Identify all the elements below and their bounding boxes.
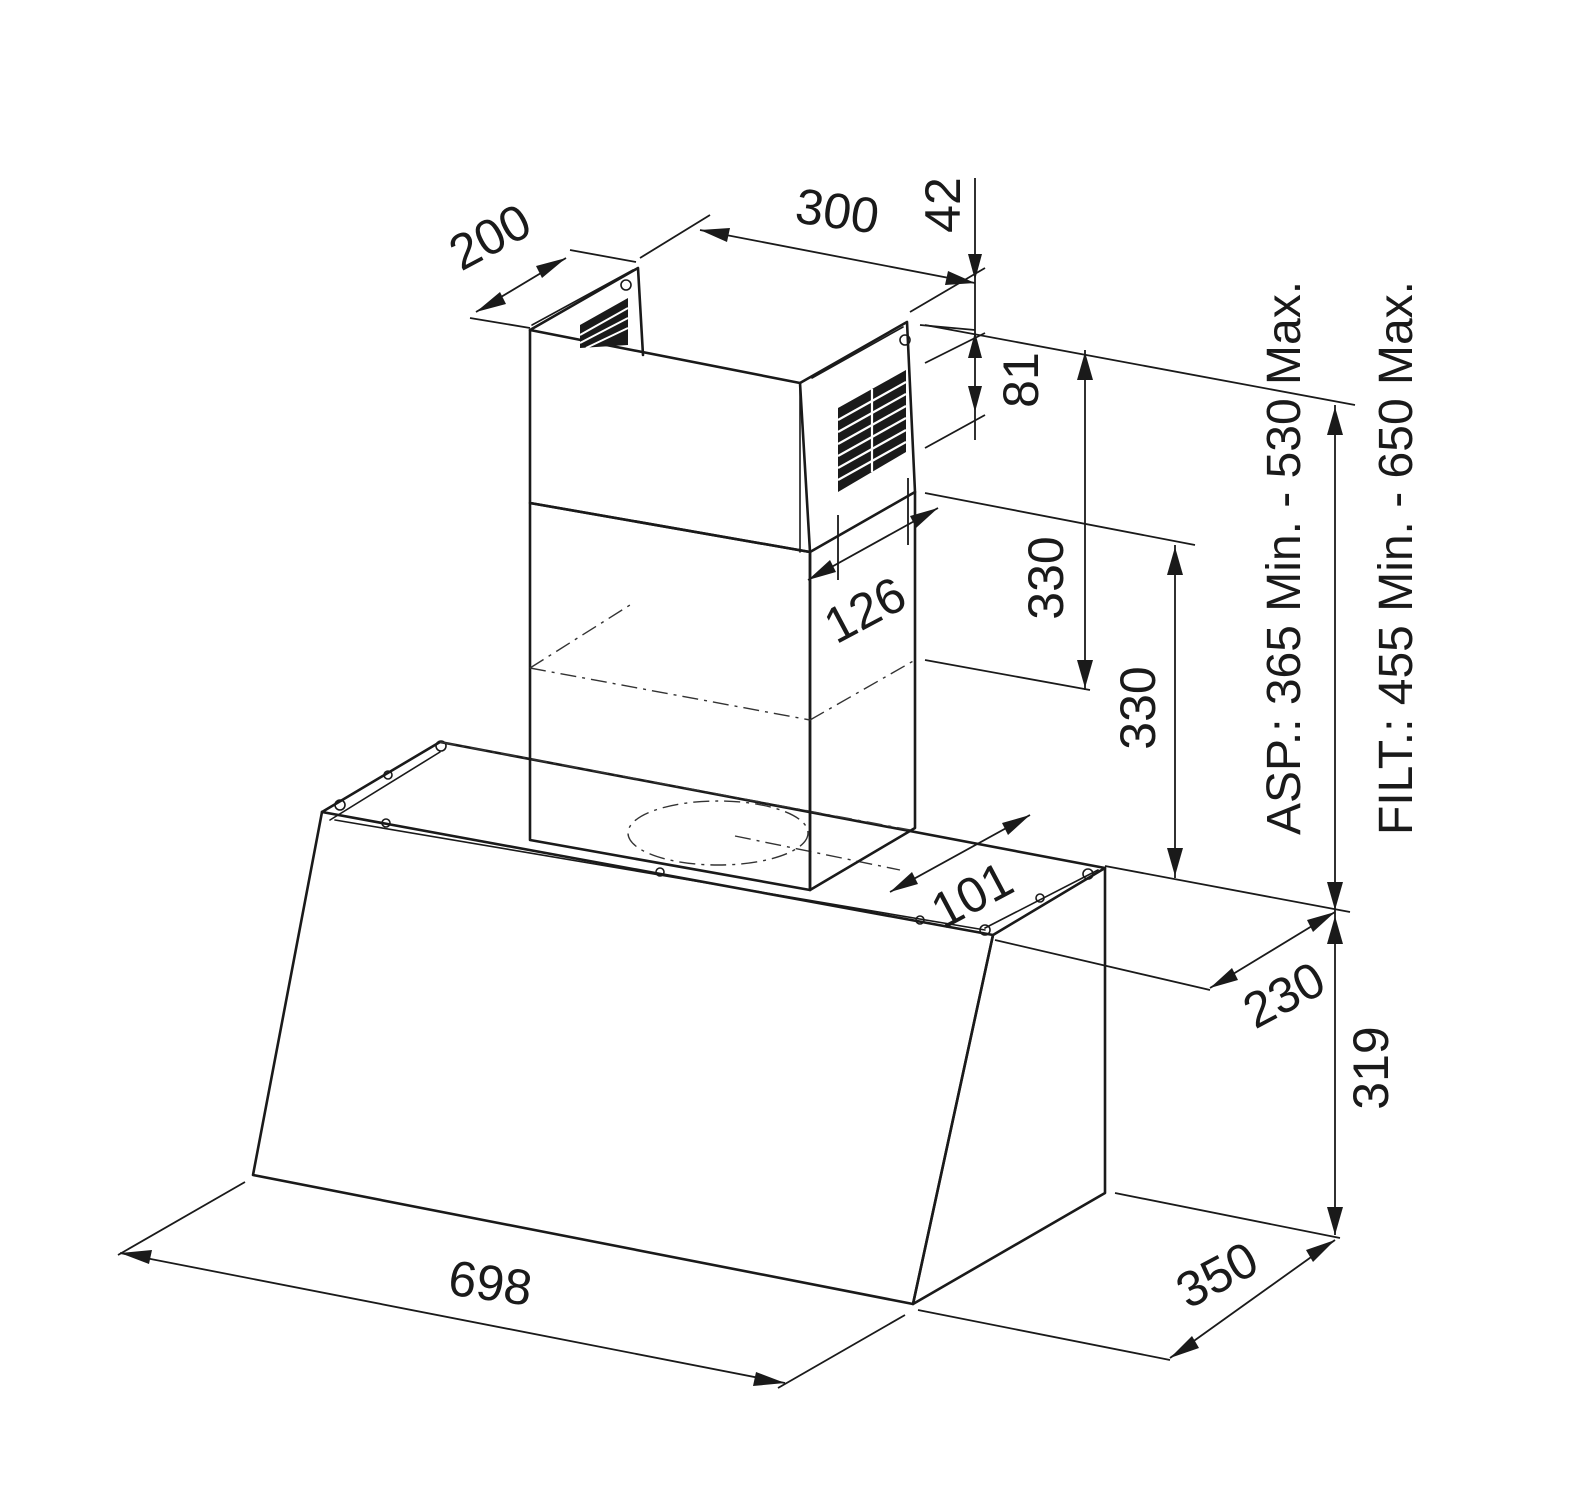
chimney-upper-front [528, 328, 812, 554]
chimney-lower-side [808, 490, 917, 892]
chimney-top-back [528, 266, 645, 357]
screw-icon [915, 915, 925, 925]
canopy [251, 740, 1107, 1306]
screw-icon [1082, 868, 1094, 880]
chimney-top-rim [642, 351, 801, 384]
dim-label-bracket-offset: 81 [993, 352, 1049, 408]
dim-label-top-offset: 42 [915, 177, 971, 233]
canopy-top-back-edge [320, 740, 1107, 870]
screw-icon [435, 740, 447, 752]
mount-hole-icon [620, 279, 632, 291]
chimney-hidden-line [529, 667, 811, 721]
chimney [528, 266, 917, 892]
dim-label-chimney-width: 300 [792, 178, 882, 245]
screw-icon [655, 867, 665, 877]
chimney-top-flange [531, 269, 634, 326]
screw-icon [979, 924, 991, 936]
screw-icon [1035, 893, 1045, 903]
chimney-side-flange [811, 326, 904, 379]
canopy-side-face [911, 866, 1107, 1306]
dim-label-canopy-height: 319 [1343, 1026, 1399, 1109]
chimney-hidden-line [809, 659, 916, 721]
screw-icon [381, 818, 391, 828]
air-outlet-hidden [627, 800, 809, 866]
dim-label-canopy-bottom-depth: 350 [1167, 1231, 1267, 1320]
vent-grille-icon [579, 298, 629, 349]
note-filter-range: FILT.: 455 Min. - 650 Max. [1370, 281, 1423, 835]
screw-icon [334, 799, 346, 811]
canopy-top-rim [329, 751, 441, 821]
dim-label-chimney-side: 126 [815, 566, 915, 655]
dimension-lines [117, 178, 1356, 1389]
chimney-lower-front [528, 501, 812, 892]
vent-grille-icon [837, 370, 907, 492]
dim-label-chimney-depth: 200 [440, 193, 540, 282]
outlet-center-line [734, 835, 901, 871]
canopy-hidden-line [439, 741, 911, 831]
screw-icon [383, 770, 393, 780]
dim-label-canopy-width: 698 [445, 1250, 535, 1317]
canopy-top-front-rim [334, 819, 986, 931]
note-extraction-range: ASP.: 365 Min. - 530 Max. [1258, 281, 1311, 835]
canopy-top-side-rim [984, 869, 1099, 929]
chimney-upper-side [798, 320, 917, 494]
mount-hole-icon [899, 334, 911, 346]
dim-label-chimney-upper-height: 330 [1018, 536, 1074, 619]
dim-label-chimney-lower-height: 330 [1110, 666, 1166, 749]
chimney-hidden-line [529, 604, 631, 669]
canopy-front-face [251, 810, 995, 1306]
